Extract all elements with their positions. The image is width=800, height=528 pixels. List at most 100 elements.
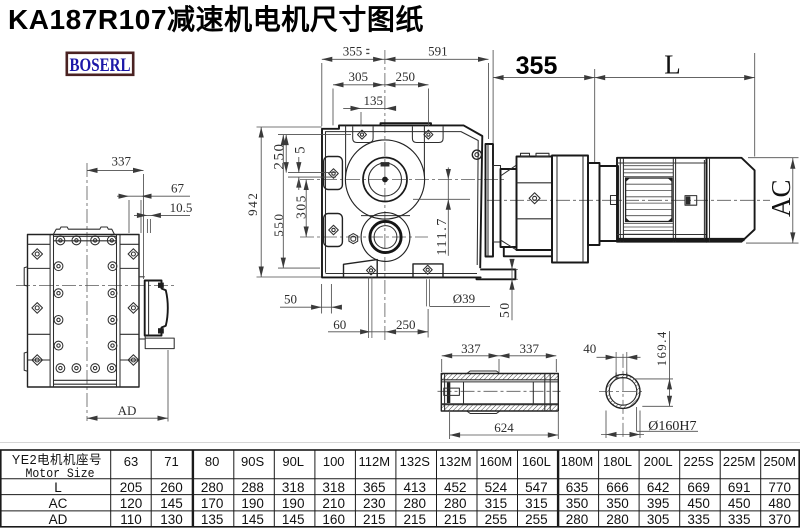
svg-text:635: 635 bbox=[566, 480, 589, 495]
svg-text:160: 160 bbox=[322, 512, 345, 527]
svg-text:280: 280 bbox=[566, 512, 589, 527]
svg-text:305: 305 bbox=[293, 194, 308, 219]
svg-text:250: 250 bbox=[396, 317, 416, 332]
svg-text:112M: 112M bbox=[359, 454, 391, 469]
svg-text:111.7: 111.7 bbox=[435, 217, 450, 255]
svg-text:280: 280 bbox=[404, 496, 427, 511]
svg-text:355: 355 bbox=[516, 52, 558, 80]
svg-text:L: L bbox=[664, 50, 681, 80]
svg-text:395: 395 bbox=[647, 496, 670, 511]
svg-text:280: 280 bbox=[606, 512, 629, 527]
svg-text:40: 40 bbox=[583, 341, 596, 356]
svg-text:145: 145 bbox=[282, 512, 305, 527]
svg-text:215: 215 bbox=[363, 512, 386, 527]
svg-text:50: 50 bbox=[497, 301, 512, 318]
svg-text:67: 67 bbox=[171, 181, 185, 196]
svg-text:350: 350 bbox=[566, 496, 589, 511]
svg-text:130: 130 bbox=[160, 512, 183, 527]
svg-text:160M: 160M bbox=[480, 454, 513, 469]
svg-text:524: 524 bbox=[485, 480, 508, 495]
svg-text:145: 145 bbox=[241, 512, 264, 527]
svg-text:337: 337 bbox=[461, 341, 481, 356]
svg-text:450: 450 bbox=[728, 496, 751, 511]
svg-text:63: 63 bbox=[124, 454, 138, 469]
svg-text:335: 335 bbox=[728, 512, 751, 527]
svg-text:AD: AD bbox=[49, 512, 68, 527]
svg-text:450: 450 bbox=[687, 496, 710, 511]
svg-text:132M: 132M bbox=[439, 454, 472, 469]
svg-text:624: 624 bbox=[494, 420, 514, 435]
svg-text:135: 135 bbox=[364, 93, 384, 108]
svg-text:BOSERL: BOSERL bbox=[70, 55, 131, 76]
svg-text:260: 260 bbox=[160, 480, 183, 495]
svg-text:90L: 90L bbox=[282, 454, 304, 469]
svg-text:90S: 90S bbox=[241, 454, 264, 469]
svg-text:230: 230 bbox=[363, 496, 386, 511]
svg-text:942: 942 bbox=[245, 192, 260, 216]
svg-text:255: 255 bbox=[525, 512, 548, 527]
svg-text:10.5: 10.5 bbox=[170, 200, 193, 215]
svg-text:225S: 225S bbox=[683, 454, 714, 469]
svg-text:288: 288 bbox=[241, 480, 264, 495]
svg-text:547: 547 bbox=[525, 480, 548, 495]
svg-text:315: 315 bbox=[485, 496, 508, 511]
svg-text:169.4: 169.4 bbox=[655, 330, 669, 366]
svg-text:5: 5 bbox=[293, 145, 309, 154]
svg-text:305: 305 bbox=[349, 69, 369, 84]
svg-text:280: 280 bbox=[444, 496, 467, 511]
svg-text:355: 355 bbox=[343, 44, 363, 59]
svg-text:413: 413 bbox=[404, 480, 427, 495]
svg-text:250: 250 bbox=[272, 142, 288, 169]
svg-text:225M: 225M bbox=[723, 454, 756, 469]
svg-text:50: 50 bbox=[284, 292, 297, 307]
svg-text:132S: 132S bbox=[400, 454, 431, 469]
svg-text:120: 120 bbox=[120, 496, 143, 511]
svg-text:350: 350 bbox=[606, 496, 629, 511]
svg-text:AC: AC bbox=[49, 496, 68, 511]
svg-text:666: 666 bbox=[606, 480, 629, 495]
svg-text:210: 210 bbox=[322, 496, 345, 511]
svg-text:215: 215 bbox=[404, 512, 427, 527]
svg-text:160L: 160L bbox=[522, 454, 551, 469]
svg-text:335: 335 bbox=[687, 512, 710, 527]
svg-text:691: 691 bbox=[728, 480, 751, 495]
svg-text:315: 315 bbox=[525, 496, 548, 511]
svg-text:550: 550 bbox=[271, 212, 286, 236]
svg-text:370: 370 bbox=[768, 512, 791, 527]
svg-text:669: 669 bbox=[687, 480, 710, 495]
svg-text:71: 71 bbox=[164, 454, 178, 469]
svg-text:591: 591 bbox=[428, 44, 448, 59]
svg-text:190: 190 bbox=[282, 496, 305, 511]
svg-text:AC: AC bbox=[766, 180, 796, 218]
svg-text:YE2电机机座号: YE2电机机座号 bbox=[12, 452, 102, 467]
svg-text:AD: AD bbox=[118, 403, 137, 418]
svg-text:60: 60 bbox=[333, 317, 346, 332]
svg-text:250M: 250M bbox=[763, 454, 796, 469]
svg-text:170: 170 bbox=[201, 496, 224, 511]
svg-text:337: 337 bbox=[112, 154, 132, 169]
svg-text:135: 135 bbox=[201, 512, 224, 527]
svg-text:180L: 180L bbox=[603, 454, 632, 469]
svg-text:280: 280 bbox=[201, 480, 224, 495]
svg-text:337: 337 bbox=[519, 341, 539, 356]
svg-text:Motor Size: Motor Size bbox=[26, 467, 95, 481]
svg-text:100: 100 bbox=[323, 454, 345, 469]
svg-text:642: 642 bbox=[647, 480, 670, 495]
svg-text:452: 452 bbox=[444, 480, 467, 495]
svg-text:215: 215 bbox=[444, 512, 467, 527]
svg-text:250: 250 bbox=[395, 69, 415, 84]
svg-text:Ø160H7: Ø160H7 bbox=[648, 419, 696, 434]
svg-text:770: 770 bbox=[768, 480, 791, 495]
svg-text:318: 318 bbox=[322, 480, 345, 495]
svg-text:318: 318 bbox=[282, 480, 305, 495]
svg-text:305: 305 bbox=[647, 512, 670, 527]
svg-text:480: 480 bbox=[768, 496, 791, 511]
svg-text:365: 365 bbox=[363, 480, 386, 495]
svg-text:200L: 200L bbox=[644, 454, 673, 469]
svg-text:L: L bbox=[54, 480, 62, 495]
svg-text:180M: 180M bbox=[561, 454, 594, 469]
svg-text:205: 205 bbox=[120, 480, 143, 495]
svg-text:Ø39: Ø39 bbox=[453, 291, 475, 306]
svg-text:110: 110 bbox=[120, 512, 142, 527]
svg-text:80: 80 bbox=[205, 454, 219, 469]
